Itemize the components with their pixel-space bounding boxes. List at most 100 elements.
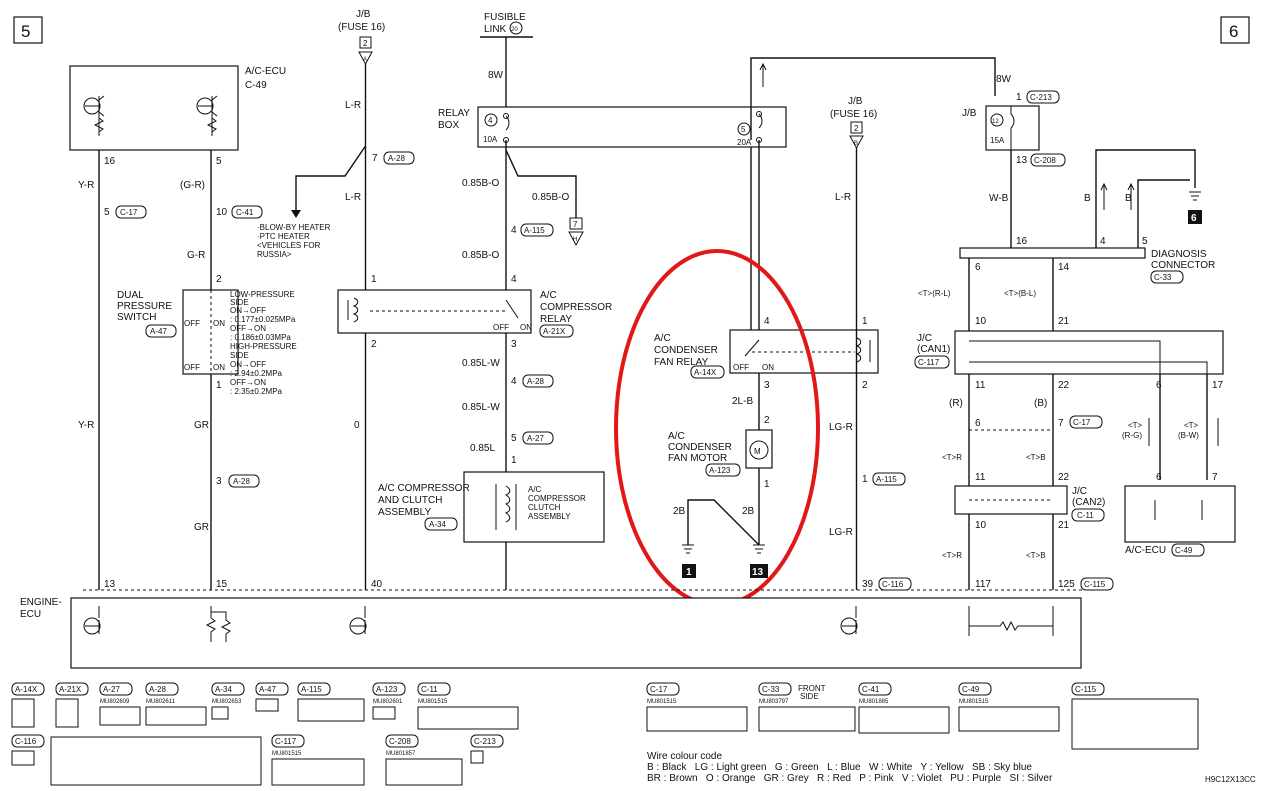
highlight-ellipse [614,249,820,607]
conn-tag-label: C-11 [421,685,438,694]
connector-face [758,706,856,732]
ground-point-box [750,564,768,578]
pin-label: 6 [975,418,981,429]
part-number: MU802611 [146,699,176,705]
branch-note: RUSSIA> [257,250,292,259]
conn-tag-label: C-17 [120,208,138,217]
relay-title: A/C [654,333,671,344]
clutch-title: A/C COMPRESSOR [378,483,470,494]
ground-point-box [682,564,696,578]
page-right-box [1220,16,1250,44]
part-number: MU801515 [418,699,448,705]
wire-color-label: 0 [354,420,360,431]
relay-on-label: ON [762,363,774,372]
conn-tag-label: A-14X [694,368,717,377]
conn-tag [385,734,419,748]
flow-arrow-icon [1148,418,1219,446]
wire-color-label: <T>(R-L) [918,289,951,298]
relay-title: FAN RELAY [654,357,709,368]
conn-tag-label: C-41 [236,208,254,217]
wire-color-label: (G-R) [180,180,205,191]
pin-label: 3 [216,476,222,487]
connector-legend-item: A-14X [11,682,45,728]
pin-label: 125 [1058,579,1075,590]
conn-tag-label: A-28 [527,377,544,386]
wire-color-label: 8W [488,70,504,81]
part-number: MU802601 [373,699,403,705]
pin-label: 6 [975,262,981,273]
jb-label: J/B [848,96,863,107]
pin-label: 2 [371,339,377,350]
pin-label: 16 [1016,236,1028,247]
pin-box [569,217,583,230]
page-code: H9C12X13CC [1205,775,1256,784]
conn-tag-label: C-17 [650,685,668,694]
conn-tag-label: C-116 [15,737,37,746]
wire-color-label: 0.85B-O [462,250,499,261]
relay-title: COMPRESSOR [540,302,612,313]
pin-label: 2 [216,274,222,285]
ecu-connector-face [50,736,262,786]
conn-tag-label: A-28 [149,685,166,694]
conn-tag [115,205,147,219]
conn-tag [417,682,451,696]
conn-tag-label: C-117 [275,737,297,746]
front-side-label: SIDE [800,692,819,701]
wire-color-label: 0.85L-W [462,402,500,413]
switch-title: DUAL [117,290,144,301]
wire-color-label: GR [194,420,209,431]
resistor-icon [968,606,1054,636]
pin-label: 117 [975,579,991,590]
conn-tag-label: C-49 [962,685,980,694]
conn-tag [914,355,950,369]
note-line: SIDE [230,351,249,360]
connector-face [646,706,748,732]
jc-can1-bus [969,340,1208,374]
note-line: : 0.186±0.03MPa [230,333,291,342]
relay-coil-icon [855,337,871,363]
wire-color-label: 8W [996,74,1012,85]
jb-fuse-label: (FUSE 16) [830,109,877,120]
pin-label: 17 [1212,380,1224,391]
fusible-link-title: LINK [484,24,507,35]
wire-color-label: L-R [345,100,361,111]
connector-legend-item: C-213 [470,734,504,764]
conn-tag [1171,543,1205,557]
pin-label: 10 [975,520,987,531]
switch-off-label: OFF [184,319,200,328]
clutch-inner-label: ASSEMBLY [528,512,571,521]
connector-face [145,706,207,726]
conn-tag [1071,682,1105,696]
engine-ecu-title: ECU [20,609,41,620]
ground-icon [753,544,765,554]
transistor-icon [83,606,101,635]
connector-legend-item: C-116 [11,734,45,766]
pin-label: 2 [764,415,770,426]
page-left-box [13,16,43,44]
pin-label: 22 [1058,380,1070,391]
note-line: : 2.35±0.2MPa [230,387,283,396]
pin-label: 1 [371,274,377,285]
clutch-title: ASSEMBLY [378,507,431,518]
part-number: MU802609 [100,699,130,705]
relay-off-label: OFF [733,363,749,372]
relay-on-label: ON [520,323,532,332]
conn-tag-label: C-213 [1030,93,1052,102]
wire-color-label: LG-R [829,422,853,433]
jc-can1-box [954,330,1224,375]
pin-label: 40 [371,579,383,590]
pin-label: 1 [1016,92,1022,103]
motor-title: A/C [668,431,685,442]
conn-tag-label: A-115 [301,685,322,694]
conn-tag [858,682,892,696]
note-line: ON→OFF [230,360,266,369]
part-number: MU801515 [647,699,677,705]
part-number: MU801515 [272,751,302,757]
pin-label: 1 [862,474,868,485]
connector-face [372,706,396,720]
conn-tag-label: A-123 [709,466,731,475]
pin-label: 13 [104,579,116,590]
